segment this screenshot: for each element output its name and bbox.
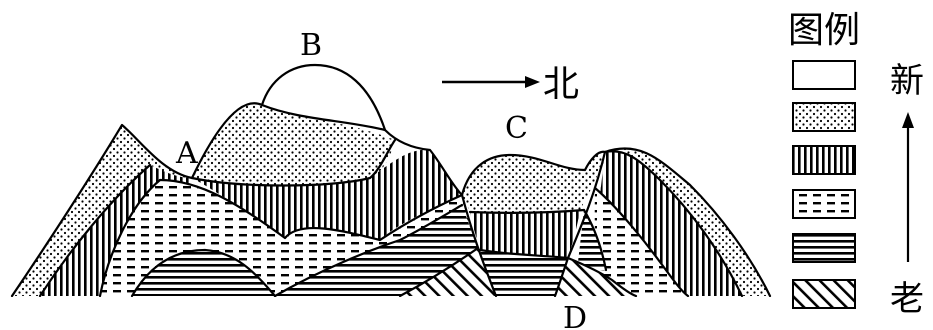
layer-dots-c bbox=[462, 151, 605, 213]
layer-horizontal-syncline bbox=[132, 250, 275, 296]
contact-line-7 bbox=[273, 203, 464, 297]
legend-swatch-blank bbox=[792, 60, 856, 90]
layer-horizontal-c bbox=[480, 250, 568, 296]
legend: 图例 新 老 bbox=[788, 10, 924, 319]
contact-line-2 bbox=[98, 178, 162, 297]
point-label-a: A bbox=[175, 136, 198, 171]
layer-diagonal-left bbox=[400, 248, 496, 296]
contact-line-14 bbox=[582, 208, 608, 272]
legend-swatch-horizontal-lines bbox=[792, 233, 856, 263]
legend-swatch-dots bbox=[792, 102, 856, 132]
legend-swatch-vertical-lines bbox=[792, 145, 856, 175]
contact-line-11 bbox=[603, 150, 744, 297]
contact-line-9 bbox=[468, 208, 586, 214]
fault-line-right bbox=[553, 150, 607, 297]
contact-line-8 bbox=[398, 246, 480, 297]
contact-line-1 bbox=[38, 163, 152, 297]
layer-vertical-b-anticline bbox=[192, 149, 462, 240]
legend-older-label: 老 bbox=[890, 279, 924, 319]
contact-line-3 bbox=[190, 138, 397, 187]
layer-horizontal-center bbox=[275, 205, 488, 296]
legend-swatch-diagonal-hatch bbox=[792, 279, 856, 309]
legend-newer-label: 新 bbox=[890, 61, 924, 101]
contact-line-4 bbox=[260, 103, 387, 132]
terrain-surface-line bbox=[10, 63, 772, 297]
north-arrow: 北 bbox=[442, 64, 579, 105]
contact-line-10 bbox=[478, 248, 570, 260]
point-label-c: C bbox=[505, 111, 528, 146]
north-label: 北 bbox=[543, 64, 579, 105]
point-label-d: D bbox=[563, 301, 587, 330]
contact-line-12 bbox=[593, 186, 690, 297]
legend-title: 图例 bbox=[788, 10, 860, 51]
cross-section bbox=[10, 63, 772, 297]
layer-blank-b-top bbox=[262, 65, 385, 130]
point-label-b: B bbox=[300, 28, 322, 63]
fault-line-left bbox=[460, 193, 498, 297]
age-arrow-head bbox=[902, 112, 914, 128]
layer-vertical-c bbox=[470, 210, 580, 258]
north-arrow-head bbox=[525, 76, 540, 88]
contact-line-13 bbox=[566, 256, 638, 297]
contact-line-6 bbox=[130, 248, 277, 297]
layer-dots-b-anticline bbox=[192, 103, 395, 186]
layer-diagonal-right bbox=[555, 258, 636, 296]
legend-swatch-dashes bbox=[792, 189, 856, 219]
contact-line-5 bbox=[158, 178, 464, 242]
layer-horizontal-right bbox=[578, 210, 606, 271]
